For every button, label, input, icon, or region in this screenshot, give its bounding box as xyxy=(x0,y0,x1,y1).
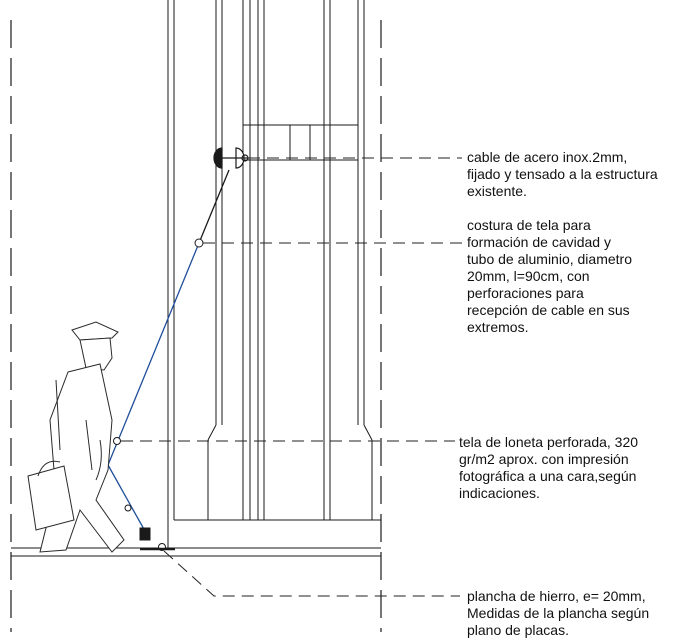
walking-person-figure xyxy=(27,321,125,553)
dashed-outline xyxy=(10,20,382,632)
annotation-leaders xyxy=(121,157,462,597)
annotation-perforated-canvas: tela de loneta perforada, 320 gr/m2 apro… xyxy=(459,434,639,501)
existing-structure xyxy=(11,0,381,557)
annotation-iron-plate: plancha de hierro, e= 20mm, Medidas de l… xyxy=(467,588,650,638)
cable-anchor xyxy=(213,147,249,169)
annotation-cable: cable de acero inox.2mm, fijado y tensad… xyxy=(467,149,658,199)
cable-nodes xyxy=(113,238,204,551)
annotation-fabric-seam: costura de tela para formación de cavida… xyxy=(467,217,632,335)
